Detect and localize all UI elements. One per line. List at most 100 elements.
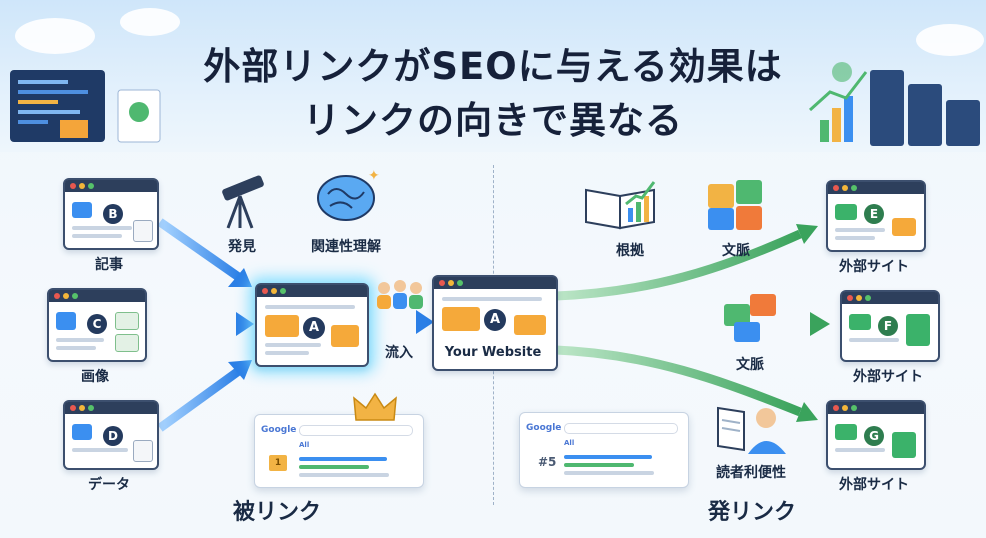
reader-icon	[717, 406, 786, 454]
source-label-article: 記事	[95, 257, 123, 273]
image-block	[514, 315, 546, 335]
window-titlebar	[65, 180, 157, 192]
image-block	[72, 424, 92, 440]
result-title-line	[299, 457, 387, 461]
telescope-icon	[222, 175, 264, 229]
serp-card-right: Google All #5	[519, 412, 689, 488]
visitors-icon	[377, 280, 423, 309]
window-titlebar	[257, 285, 367, 297]
image-block	[56, 312, 76, 330]
external-site-g: G	[826, 400, 926, 470]
external-site-label-e: 外部サイト	[839, 259, 909, 275]
text-line	[849, 338, 899, 342]
text-line	[56, 346, 96, 350]
tech-decoration-left	[10, 8, 180, 143]
document-icon	[133, 220, 153, 242]
context-label-middle: 文脈	[736, 357, 764, 373]
site-badge-g: G	[864, 426, 884, 446]
window-titlebar	[842, 292, 938, 304]
google-logo: Google	[526, 423, 562, 433]
outbound-arrow-g-head	[796, 402, 818, 422]
rank-five-label: #5	[538, 455, 557, 469]
search-box	[564, 423, 678, 434]
page-title-line-1: 外部リンクがSEOに与える効果は	[203, 45, 783, 88]
reader-label: 読者利便性	[716, 465, 786, 481]
svg-text:✦: ✦	[368, 168, 380, 184]
text-line	[72, 234, 122, 238]
google-logo: Google	[261, 425, 297, 435]
page-title-line-2: リンクの向きで異なる	[303, 99, 683, 142]
text-line	[72, 226, 132, 230]
evidence-label: 根拠	[616, 243, 644, 259]
header-banner: 外部リンクがSEOに与える効果は リンクの向きで異なる	[0, 0, 986, 152]
section-label-outbound-links: 発リンク	[708, 500, 797, 525]
image-block	[442, 307, 480, 331]
text-line	[835, 236, 875, 240]
result-url-line	[299, 465, 369, 469]
result-text-line	[299, 473, 389, 477]
puzzle-icon-top	[708, 180, 762, 230]
site-badge-c: C	[87, 314, 107, 334]
puzzle-icon-middle	[724, 294, 776, 342]
context-label-top: 文脈	[722, 243, 750, 259]
image-block	[265, 315, 299, 337]
source-label-image: 画像	[81, 369, 109, 385]
relevance-label: 関連性理解	[311, 239, 381, 255]
site-badge-b: B	[103, 204, 123, 224]
search-box	[299, 425, 413, 436]
image-icon	[115, 334, 139, 352]
brain-icon: ✦	[317, 168, 380, 221]
site-badge-d: D	[103, 426, 123, 446]
document-icon	[133, 440, 153, 462]
inbound-arrow-b	[157, 218, 243, 282]
text-line	[265, 305, 355, 309]
image-block	[892, 218, 916, 236]
outbound-arrow-e-head	[796, 224, 818, 244]
image-block	[331, 325, 359, 347]
hub-badge-a: A	[303, 317, 325, 339]
text-line	[835, 228, 885, 232]
tab-all: All	[564, 439, 575, 447]
image-block	[906, 314, 930, 346]
book-chart-icon	[585, 181, 656, 230]
text-line	[56, 338, 104, 342]
discover-label: 発見	[228, 239, 256, 255]
inbound-arrow-d	[157, 366, 243, 432]
result-url-line	[564, 463, 634, 467]
image-block	[72, 202, 92, 218]
source-page-d: D	[63, 400, 159, 470]
crown-icon	[353, 392, 397, 421]
inbound-arrow-c-head	[236, 312, 254, 336]
source-label-data: データ	[88, 477, 130, 493]
tech-decoration-right	[808, 24, 984, 146]
window-titlebar	[65, 402, 157, 414]
outbound-arrow-f-head	[810, 312, 830, 336]
your-site-badge-a: A	[484, 309, 506, 331]
your-website-page: A Your Website	[432, 275, 558, 371]
outbound-arrow-e	[555, 229, 802, 301]
inflow-arrow-head	[416, 310, 434, 334]
site-badge-e: E	[864, 204, 884, 224]
outbound-arrow-g	[555, 345, 802, 417]
text-line	[442, 297, 542, 301]
external-site-e: E	[826, 180, 926, 252]
serp-card-left: Google All 1	[254, 414, 424, 488]
image-block	[849, 314, 871, 330]
source-page-c: C	[47, 288, 147, 362]
image-block	[892, 432, 916, 458]
tab-all: All	[299, 441, 310, 449]
inbound-arrow-d-head	[228, 360, 252, 380]
text-line	[265, 351, 309, 355]
image-icon	[115, 312, 139, 330]
site-badge-f: F	[878, 316, 898, 336]
external-site-label-g: 外部サイト	[839, 477, 909, 493]
window-titlebar	[828, 182, 924, 194]
window-titlebar	[49, 290, 145, 302]
rank-one-badge: 1	[269, 455, 287, 471]
inflow-label: 流入	[385, 345, 413, 361]
text-line	[835, 448, 885, 452]
external-site-label-f: 外部サイト	[853, 369, 923, 385]
result-text-line	[564, 471, 654, 475]
external-site-f: F	[840, 290, 940, 362]
hub-page-a: A	[255, 283, 369, 367]
